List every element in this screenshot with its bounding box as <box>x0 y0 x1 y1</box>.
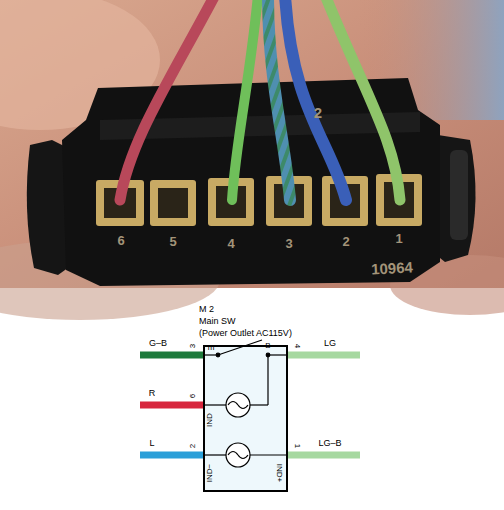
pin-number: 3 <box>189 344 197 348</box>
pin-number: 6 <box>189 394 197 398</box>
harness-wires <box>140 355 360 455</box>
pin-number: 3 <box>285 237 292 250</box>
switch-title: (Power Outlet AC115V) <box>199 327 292 339</box>
wire-color: G–B <box>149 339 167 348</box>
terminal-name: IND− <box>206 464 214 482</box>
part-number: 10964 <box>371 259 413 276</box>
pin-number: 2 <box>314 105 322 120</box>
switch-body <box>203 345 288 492</box>
pin-number: 5 <box>169 235 176 248</box>
pin-number: 4 <box>293 344 301 348</box>
wire-color: LG <box>324 339 336 348</box>
wire-color: R <box>149 389 156 398</box>
terminal-name: m <box>208 344 215 352</box>
switch-title: Main SW <box>199 315 292 327</box>
terminal-name: IND <box>206 413 214 427</box>
pin-number: 6 <box>117 234 124 247</box>
switch-heading: M 2Main SW(Power Outlet AC115V) <box>199 303 292 339</box>
pin-cavities <box>96 174 422 226</box>
pin-number: 2 <box>342 235 349 248</box>
terminal-name: B <box>265 342 270 350</box>
pin-number: 2 <box>189 444 197 448</box>
indicator-lamp <box>203 443 288 467</box>
switch-title: M 2 <box>199 303 292 315</box>
wire-color: LG–B <box>318 439 341 448</box>
terminal-name: IND+ <box>275 464 283 482</box>
pin-number: 4 <box>227 237 234 250</box>
wire-color: L <box>149 439 154 448</box>
wires <box>120 0 400 200</box>
pin-number: 1 <box>395 232 402 245</box>
latch-ridge <box>450 150 468 240</box>
pin-number: 1 <box>293 444 301 448</box>
